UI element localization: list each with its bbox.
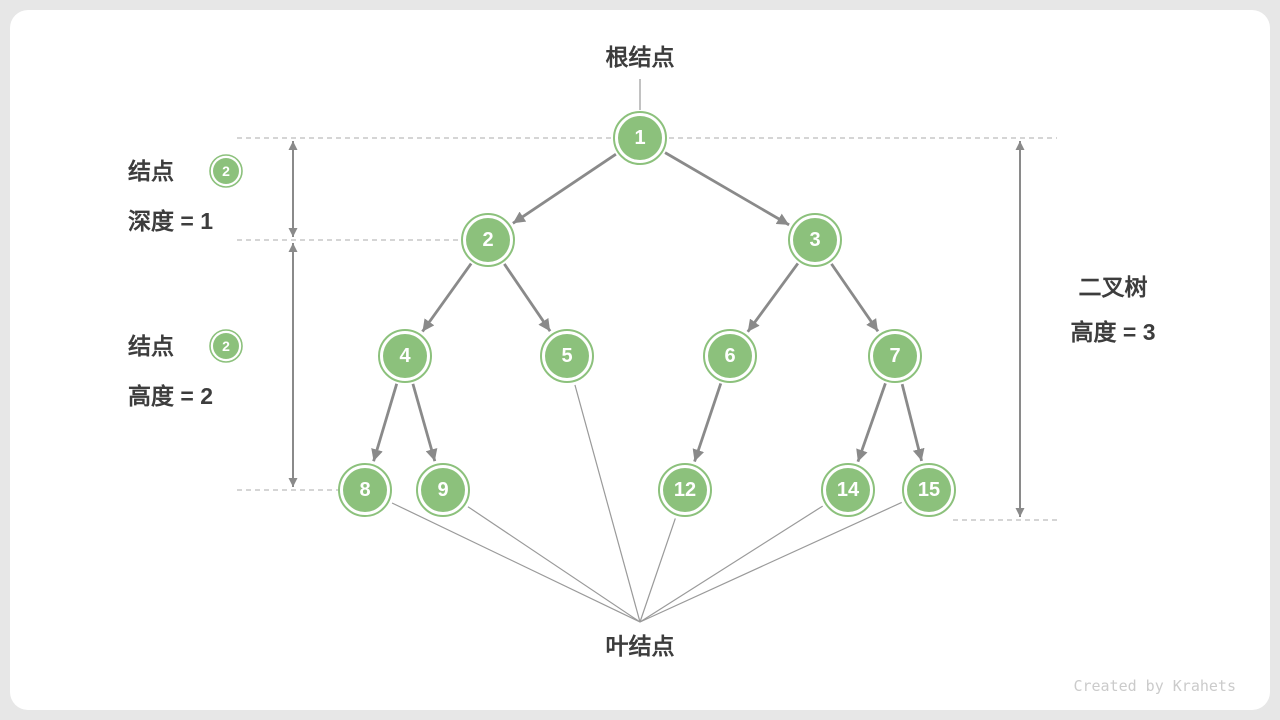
- tree-height-title-label: 二叉树: [1079, 274, 1148, 300]
- tree-node: 2: [461, 213, 515, 267]
- tree-node-circle: [663, 468, 707, 512]
- leaf-pointer-line: [574, 384, 641, 623]
- tree-edge: [512, 152, 617, 225]
- tree-node: 1: [613, 111, 667, 165]
- tree-node-circle: [466, 218, 510, 262]
- tree-node: 14: [821, 463, 875, 517]
- height-example-node-circle: [213, 333, 239, 359]
- tree-node-value: 7: [889, 345, 900, 367]
- tree-node: 15: [902, 463, 956, 517]
- tree-node-value: 4: [399, 345, 411, 367]
- tree-node: 12: [658, 463, 712, 517]
- tree-node-value: 3: [809, 229, 820, 251]
- leaf-pointer-line: [639, 501, 902, 623]
- height-example-node-value: 2: [222, 338, 230, 354]
- tree-edge: [856, 382, 887, 463]
- tree-node-value: 8: [359, 479, 370, 501]
- tree-edge: [830, 263, 880, 333]
- tree-node-circle: [421, 468, 465, 512]
- tree-edge: [900, 383, 925, 462]
- tree-node-value: 15: [918, 479, 940, 501]
- tree-edge: [421, 262, 473, 333]
- tree-height-formula-label: 高度 = 3: [1070, 319, 1155, 345]
- leaf-node-label: 叶结点: [606, 633, 675, 659]
- tree-edge: [746, 262, 799, 333]
- node-depth-prefix-label: 结点: [128, 158, 174, 184]
- node-height-prefix-label: 结点: [128, 333, 174, 359]
- leaf-pointer-line: [391, 502, 641, 623]
- tree-node-circle: [873, 334, 917, 378]
- tree-node-value: 1: [634, 127, 645, 149]
- tree-edge: [664, 151, 790, 227]
- tree-node-value: 9: [437, 479, 448, 501]
- leaf-pointer-line: [639, 505, 823, 623]
- watermark: Created by Krahets: [1073, 677, 1236, 695]
- tree-node-circle: [708, 334, 752, 378]
- tree-edge: [371, 383, 399, 462]
- depth-example-node: 2: [209, 154, 243, 188]
- node-depth-formula-label: 深度 = 1: [128, 208, 213, 234]
- height-example-node: 2: [209, 329, 243, 363]
- tree-node-circle: [907, 468, 951, 512]
- tree-node-value: 6: [724, 345, 735, 367]
- tree-node: 8: [338, 463, 392, 517]
- tree-node: 4: [378, 329, 432, 383]
- tree-node: 3: [788, 213, 842, 267]
- tree-node-circle: [343, 468, 387, 512]
- tree-node-circle: [793, 218, 837, 262]
- node-height-formula-label: 高度 = 2: [128, 383, 213, 409]
- leaf-pointer-line: [639, 518, 676, 623]
- leaf-pointer-line: [467, 506, 641, 623]
- tree-edge: [692, 383, 723, 463]
- root-node-label: 根结点: [606, 44, 675, 70]
- depth-example-node-circle: [213, 158, 239, 184]
- tree-node-value: 2: [482, 229, 493, 251]
- tree-node-value: 14: [837, 479, 860, 501]
- tree-node: 7: [868, 329, 922, 383]
- depth-example-node-value: 2: [222, 163, 230, 179]
- tree-node-value: 5: [561, 345, 572, 367]
- tree-node: 5: [540, 329, 594, 383]
- tree-node-circle: [826, 468, 870, 512]
- tree-edge: [503, 263, 552, 332]
- tree-node-circle: [545, 334, 589, 378]
- tree-node-circle: [618, 116, 662, 160]
- tree-node: 6: [703, 329, 757, 383]
- tree-node-circle: [383, 334, 427, 378]
- tree-edge: [411, 383, 438, 462]
- tree-node: 9: [416, 463, 470, 517]
- tree-node-value: 12: [674, 479, 696, 501]
